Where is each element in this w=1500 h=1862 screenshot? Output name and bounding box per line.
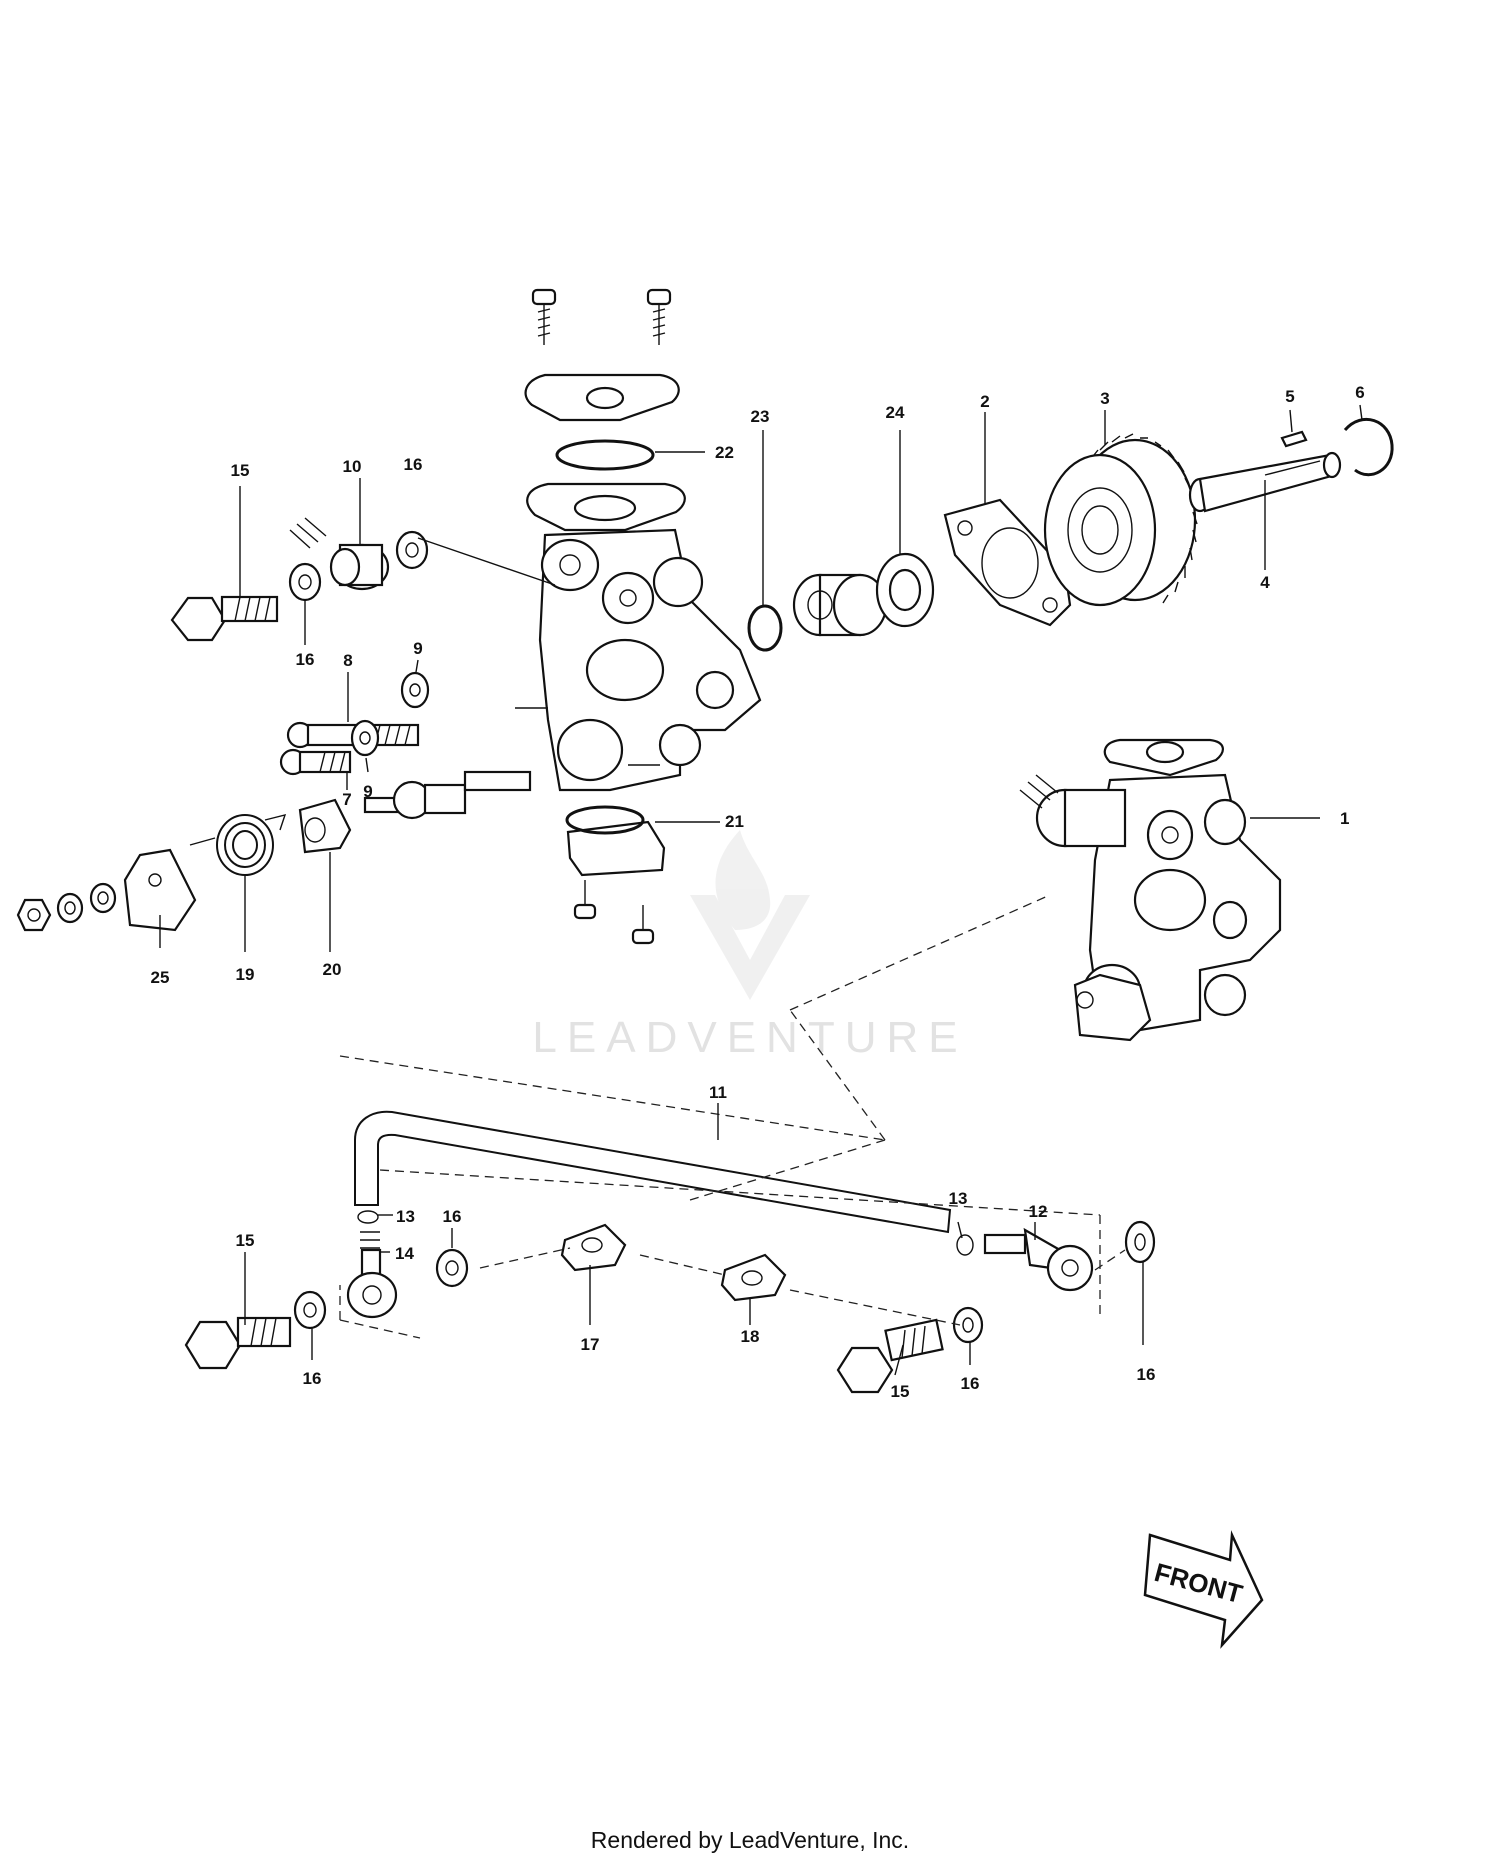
- callout-25: 25: [151, 968, 170, 987]
- callout-13-right: 13: [949, 1189, 968, 1208]
- bottom-screw-right: [631, 905, 655, 945]
- top-screw-left: [531, 288, 557, 345]
- spring-19: [189, 814, 287, 876]
- banjo-bolt-lower-right: [836, 1318, 944, 1394]
- bottom-cover-plate: [566, 820, 666, 877]
- collar-20: [298, 798, 352, 854]
- clip-13b: [956, 1234, 974, 1256]
- callout-12: 12: [1029, 1202, 1048, 1221]
- washer-16f: [952, 1306, 984, 1344]
- banjo-fitting-upper: [289, 517, 390, 591]
- front-arrow-icon: [1143, 1530, 1264, 1649]
- callout-15-top: 15: [231, 461, 250, 480]
- gasket-2: [943, 498, 1072, 627]
- callout-19: 19: [236, 965, 255, 984]
- top-screw-right: [646, 288, 672, 345]
- banjo-fitting-12: [983, 1227, 1094, 1292]
- callout-16-upper-left: 16: [296, 650, 315, 669]
- pump-lever-25: [123, 848, 197, 932]
- lever-washer-a: [56, 892, 84, 924]
- callout-3: 3: [1100, 389, 1109, 408]
- watermark: LEADVENTURE: [532, 830, 967, 1062]
- leader-lines: [159, 404, 1363, 1376]
- drive-gear-3: [1043, 433, 1198, 607]
- watermark-text: LEADVENTURE: [532, 1013, 967, 1062]
- bottom-screw-left: [573, 880, 597, 920]
- washer-9b: [350, 719, 380, 757]
- assembled-pump-1: [1019, 738, 1282, 1042]
- callout-7: 7: [342, 790, 351, 809]
- lever-nut: [16, 898, 52, 932]
- callout-17: 17: [581, 1335, 600, 1354]
- callouts: 1 2 3 4 5 6 7 8 9 9 10 11 12 13 13 14 15…: [151, 383, 1365, 1401]
- front-arrow: FRONT: [1143, 1530, 1264, 1649]
- callout-2: 2: [980, 392, 989, 411]
- banjo-fitting-lower: [346, 1271, 398, 1319]
- washer-16e: [1124, 1220, 1156, 1264]
- callout-16-lower-left: 16: [303, 1369, 322, 1388]
- washer-16d: [293, 1290, 327, 1330]
- callout-1: 1: [1340, 809, 1349, 828]
- pump-body-exploded: [515, 288, 762, 945]
- callout-23: 23: [751, 407, 770, 426]
- watermark-logo-icon: [690, 830, 810, 1000]
- callout-8: 8: [343, 651, 352, 670]
- screw-7: [279, 748, 352, 776]
- callout-6: 6: [1355, 383, 1364, 402]
- key-5: [1280, 430, 1308, 448]
- callout-5: 5: [1285, 387, 1294, 406]
- grommet-17: [560, 1223, 627, 1272]
- callout-15-bottom-left: 15: [236, 1231, 255, 1250]
- banjo-bolt-lower-left: [184, 1316, 292, 1370]
- seal-collar: [792, 573, 888, 637]
- washer-16b: [288, 562, 322, 602]
- callout-24: 24: [886, 403, 905, 422]
- ring-23: [747, 604, 783, 652]
- callout-22: 22: [715, 443, 734, 462]
- lever-washer-b: [89, 882, 117, 914]
- grommet-18: [720, 1253, 787, 1302]
- callout-10: 10: [343, 457, 362, 476]
- oil-pipe-11: [354, 1110, 952, 1234]
- callout-9-top: 9: [413, 639, 422, 658]
- callout-16-top: 16: [404, 455, 423, 474]
- callout-11: 11: [709, 1083, 727, 1102]
- clip-13a: [357, 1210, 379, 1224]
- o-ring: [555, 439, 655, 471]
- washer-9a: [400, 671, 430, 709]
- reference-lines: [339, 894, 1126, 1339]
- bearing-24: [875, 552, 935, 628]
- footer-credit: Rendered by LeadVenture, Inc.: [591, 1827, 909, 1853]
- circlip-6: [1343, 417, 1394, 477]
- callout-13-left: 13: [396, 1207, 415, 1226]
- callout-20: 20: [323, 960, 342, 979]
- callout-16-middle: 16: [443, 1207, 462, 1226]
- banjo-bolt-upper: [170, 595, 279, 642]
- callout-9-bottom: 9: [363, 782, 372, 801]
- pump-shaft: [363, 770, 532, 820]
- callout-14: 14: [395, 1244, 414, 1263]
- callout-21: 21: [725, 812, 744, 831]
- callout-15-bottom-right: 15: [891, 1382, 910, 1401]
- drive-shaft-4: [1188, 451, 1342, 513]
- washer-16c: [435, 1248, 469, 1288]
- callout-16-lower-middle: 16: [961, 1374, 980, 1393]
- washer-16a: [395, 530, 429, 570]
- callout-16-right: 16: [1137, 1365, 1156, 1384]
- callout-18: 18: [741, 1327, 760, 1346]
- callout-4: 4: [1260, 573, 1270, 592]
